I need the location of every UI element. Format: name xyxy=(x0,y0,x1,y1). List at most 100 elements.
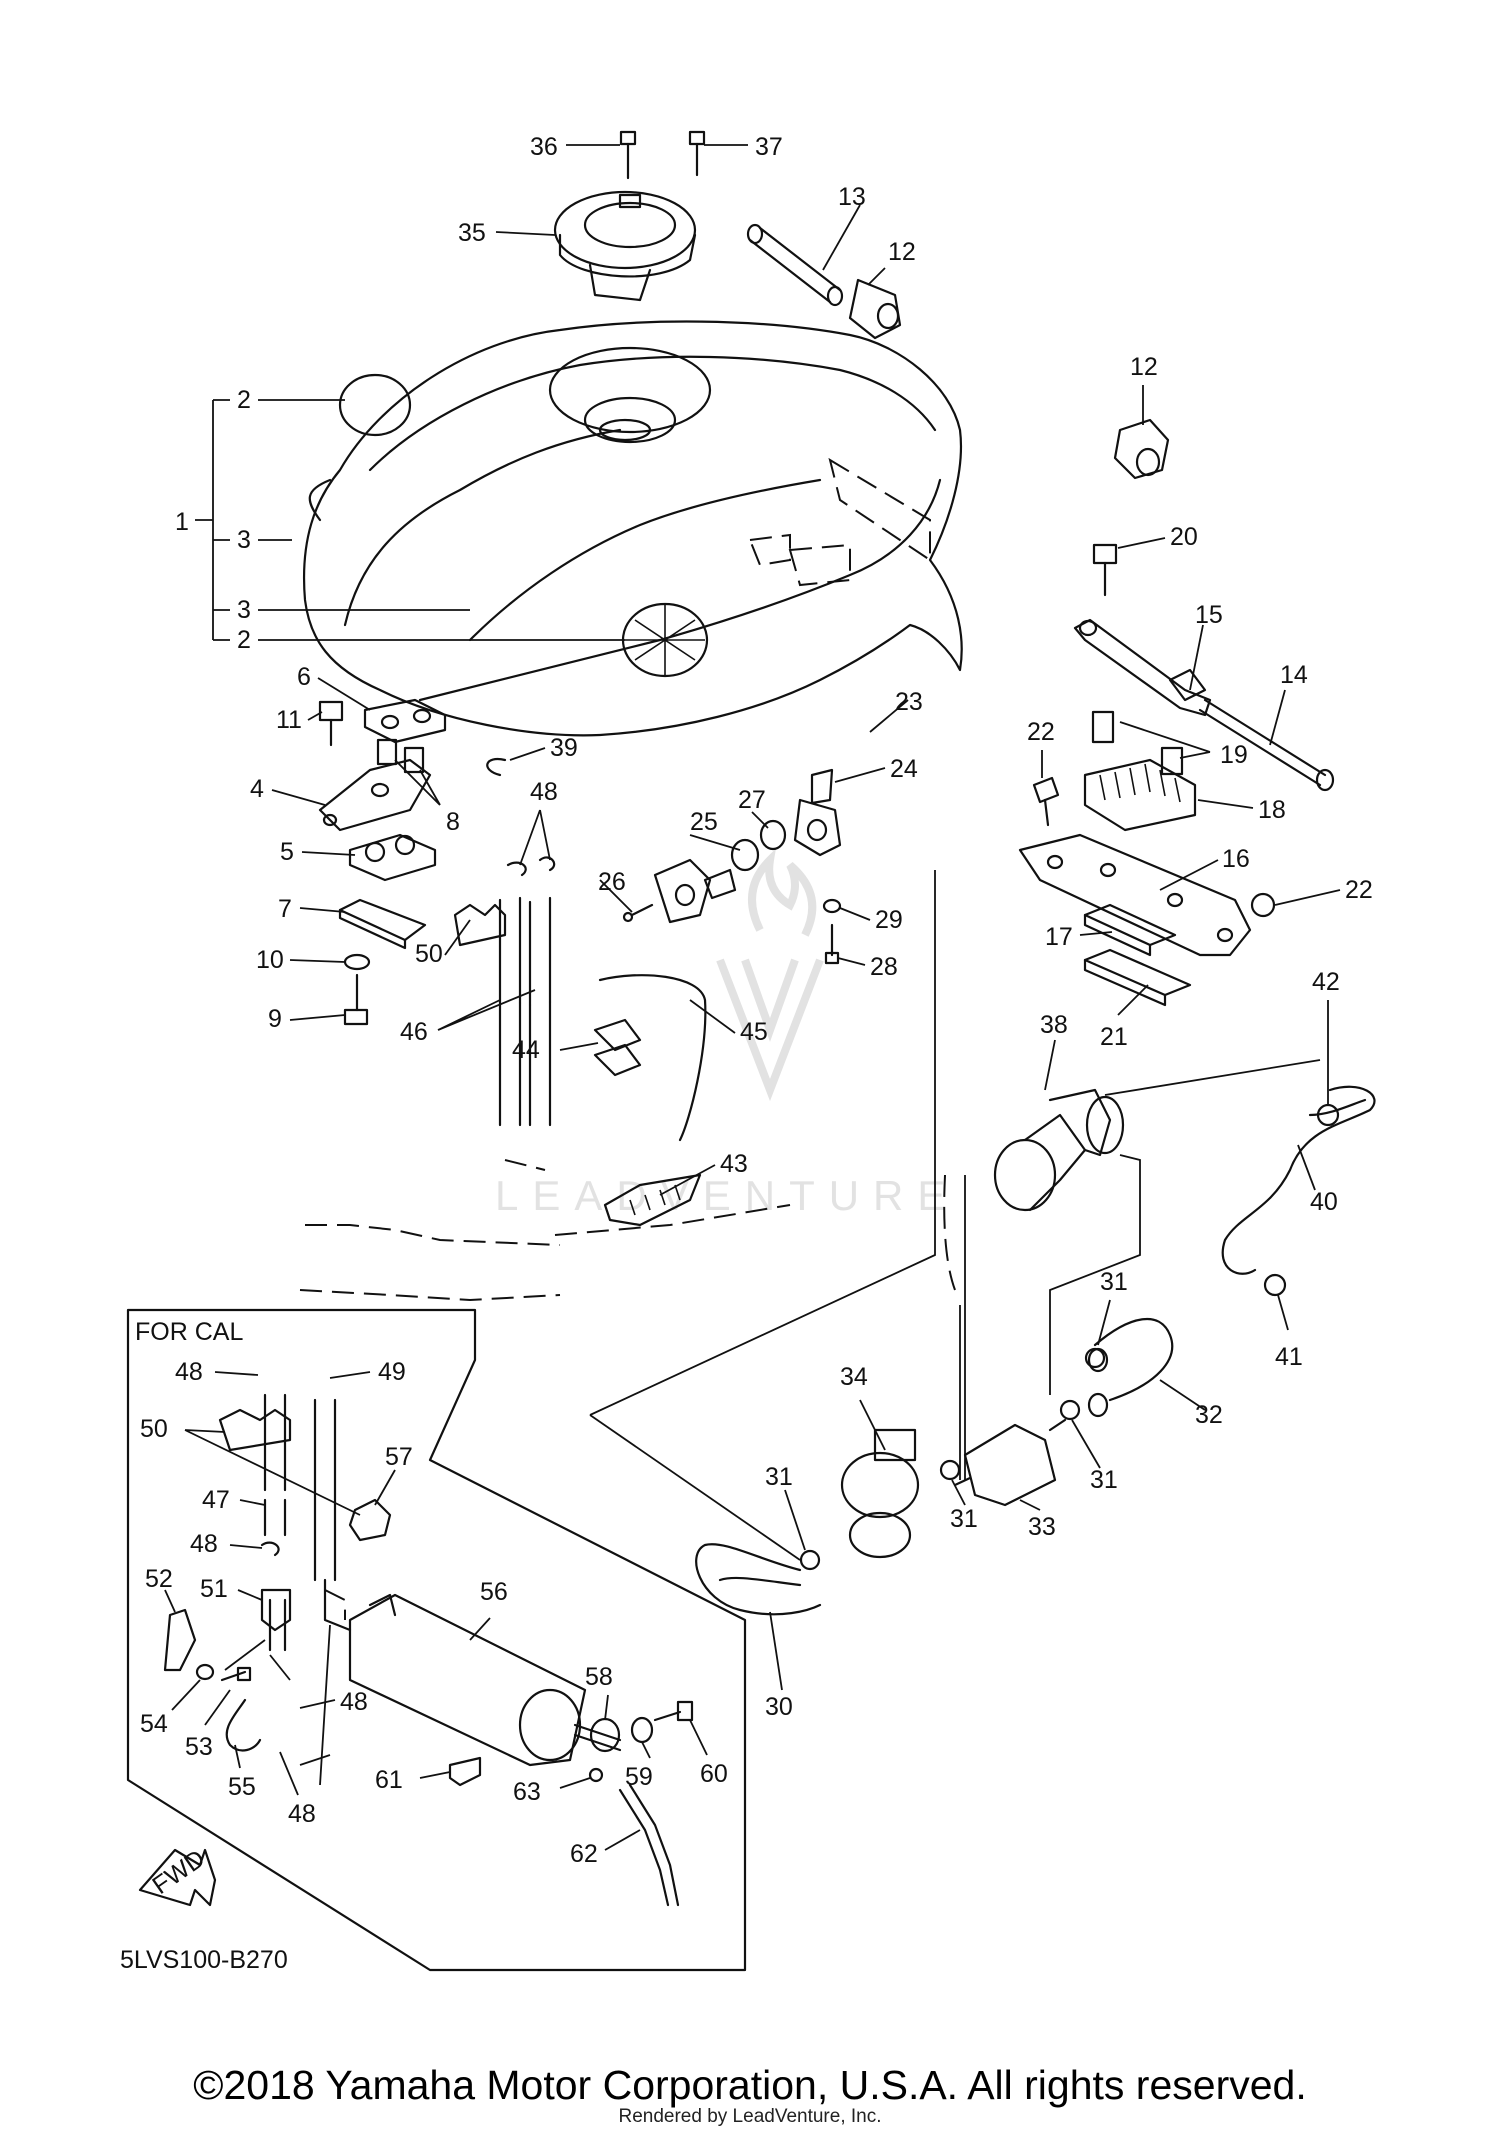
clamp-57 xyxy=(348,1498,392,1542)
callout-36: 36 xyxy=(530,133,558,161)
callout-10: 10 xyxy=(256,946,284,974)
bracket-52 xyxy=(163,1608,197,1672)
callout-45: 45 xyxy=(740,1018,768,1046)
plate-7 xyxy=(338,898,427,950)
callout-28: 28 xyxy=(870,953,898,981)
callout-17: 17 xyxy=(1045,923,1073,951)
damper-43 xyxy=(603,1173,702,1227)
callout-40: 40 xyxy=(1310,1188,1338,1216)
callout-9: 9 xyxy=(268,1005,282,1033)
callout-52: 52 xyxy=(145,1565,173,1593)
callout-27: 27 xyxy=(738,786,766,814)
callout-31c: 31 xyxy=(950,1505,978,1533)
callout-labels: 1 2 3 3 2 36 37 35 13 12 12 20 15 14 19 … xyxy=(140,133,1373,1868)
lever-26 xyxy=(653,858,737,924)
clamp-31d xyxy=(799,1549,821,1571)
callout-38: 38 xyxy=(1040,1011,1068,1039)
callout-41: 41 xyxy=(1275,1343,1303,1371)
callout-8: 8 xyxy=(446,808,460,836)
callout-1: 1 xyxy=(175,508,189,536)
callout-20: 20 xyxy=(1170,523,1198,551)
oring-27 xyxy=(759,819,787,851)
callout-12a: 12 xyxy=(888,238,916,266)
clamp-48b xyxy=(260,1541,280,1557)
callout-23: 23 xyxy=(895,688,923,716)
watermark-text: LEADVENTURE xyxy=(495,1172,959,1219)
callout-63: 63 xyxy=(513,1778,541,1806)
hose-46 xyxy=(498,896,552,1127)
callout-2a: 2 xyxy=(237,386,251,414)
callout-16: 16 xyxy=(1222,845,1250,873)
bolt-22b xyxy=(1250,892,1276,918)
bracket-4 xyxy=(318,758,432,832)
cap-61 xyxy=(448,1756,482,1787)
screw-28 xyxy=(824,923,840,965)
grommet-12a xyxy=(848,278,902,340)
bolt-14 xyxy=(1198,698,1335,792)
callout-48c: 48 xyxy=(190,1530,218,1558)
callout-48d: 48 xyxy=(340,1688,368,1716)
callout-19: 19 xyxy=(1220,741,1248,769)
collar-8 xyxy=(376,738,425,774)
bracket-15 xyxy=(1073,618,1212,717)
clamp-31c xyxy=(939,1459,961,1481)
callout-31a: 31 xyxy=(1100,1268,1128,1296)
callout-39: 39 xyxy=(550,734,578,762)
callout-55: 55 xyxy=(228,1773,256,1801)
fuel-cock-24 xyxy=(793,768,842,857)
callout-18: 18 xyxy=(1258,796,1286,824)
hose-49 xyxy=(313,1398,352,1632)
callout-14: 14 xyxy=(1280,661,1308,689)
bolt-36 xyxy=(619,130,637,180)
collar-19 xyxy=(1091,710,1184,776)
callout-15: 15 xyxy=(1195,601,1223,629)
rendered-by: Rendered by LeadVenture, Inc. xyxy=(618,2106,882,2127)
callout-53: 53 xyxy=(185,1733,213,1761)
callout-31b: 31 xyxy=(1090,1466,1118,1494)
damper-44 xyxy=(593,1018,642,1077)
band-45 xyxy=(598,974,707,1142)
fuel-filter-33 xyxy=(953,1418,1067,1507)
damper-18 xyxy=(1083,758,1197,832)
leader-lines xyxy=(164,144,1341,1851)
fuel-tank xyxy=(303,320,963,737)
joint-51 xyxy=(260,1588,292,1652)
callout-43: 43 xyxy=(720,1150,748,1178)
watermark: LEADVENTURE xyxy=(495,848,959,1219)
grommet-12b xyxy=(1113,418,1170,480)
callout-48a: 48 xyxy=(530,778,558,806)
bracket-16 xyxy=(1018,833,1252,957)
callout-3a: 3 xyxy=(237,526,251,554)
fuel-pump-38 xyxy=(993,1088,1125,1212)
hose-40 xyxy=(1221,1085,1376,1275)
callout-42: 42 xyxy=(1312,968,1340,996)
holder-50b xyxy=(218,1408,292,1452)
washer-10 xyxy=(343,953,371,971)
callout-47: 47 xyxy=(202,1486,230,1514)
callout-29: 29 xyxy=(875,906,903,934)
callout-57: 57 xyxy=(385,1443,413,1471)
callout-22a: 22 xyxy=(1027,718,1055,746)
callout-21: 21 xyxy=(1100,1023,1128,1051)
bracket-34 xyxy=(840,1428,920,1559)
clamp-41 xyxy=(1263,1273,1287,1297)
callout-7: 7 xyxy=(278,895,292,923)
copyright-notice: ©2018 Yamaha Motor Corporation, U.S.A. A… xyxy=(193,2062,1307,2108)
callout-58: 58 xyxy=(585,1663,613,1691)
callout-26: 26 xyxy=(598,868,626,896)
callout-33: 33 xyxy=(1028,1513,1056,1541)
damper-5 xyxy=(348,833,437,882)
callout-4: 4 xyxy=(250,775,264,803)
callout-60: 60 xyxy=(700,1760,728,1788)
callout-54: 54 xyxy=(140,1710,168,1738)
callout-24: 24 xyxy=(890,755,918,783)
bolt-20 xyxy=(1092,543,1118,597)
callout-46: 46 xyxy=(400,1018,428,1046)
diagram-code: 5LVS100-B270 xyxy=(120,1946,288,1974)
bolt-9 xyxy=(343,973,369,1026)
bolt-22a xyxy=(1032,776,1060,827)
callout-44: 44 xyxy=(512,1036,540,1064)
plate-21 xyxy=(1083,948,1192,1007)
callout-48e: 48 xyxy=(288,1800,316,1828)
